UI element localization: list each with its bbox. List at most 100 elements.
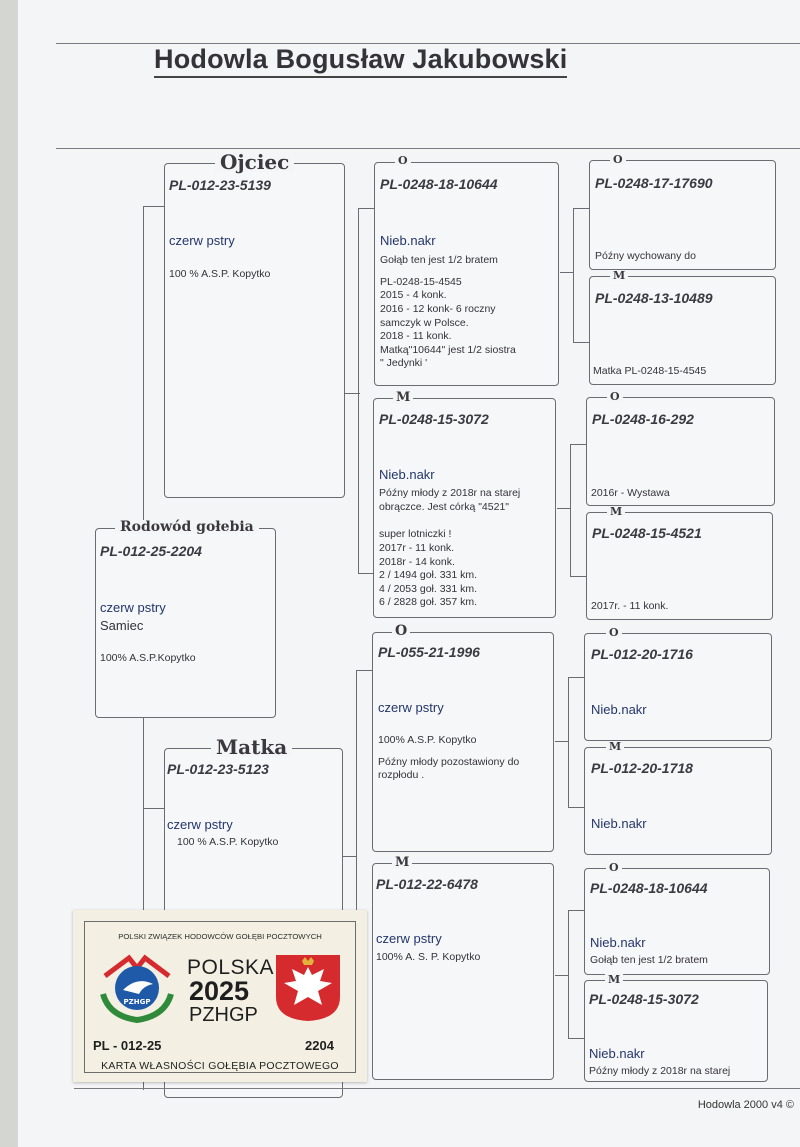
connector xyxy=(568,910,570,1038)
note-line: Późny młody z 2018r na starej xyxy=(379,487,521,499)
note-line: 2016 - 12 konk- 6 roczny xyxy=(380,302,496,315)
fmf-note: 2016r - Wystawa xyxy=(591,487,670,499)
bird-note: 100% A.S.P.Kopytko xyxy=(100,652,196,664)
fmm-mark: M xyxy=(607,506,626,517)
mff-ring: PL-012-20-1716 xyxy=(591,646,693,662)
mm-color: czerw pstry xyxy=(376,931,442,946)
note-line: 100% A.S.P. Kopytko xyxy=(378,734,477,746)
mmm-ring: PL-0248-15-3072 xyxy=(589,991,699,1007)
mm-card[interactable] xyxy=(372,863,554,1080)
fm-card[interactable] xyxy=(373,398,556,618)
fmf-ring: PL-0248-16-292 xyxy=(592,411,694,427)
father-legend: Ojciec xyxy=(215,152,295,172)
sticker-ring-right: 2204 xyxy=(305,1038,334,1053)
note-line: 2017r - 11 konk. xyxy=(379,541,455,554)
father-note: 100 % A.S.P. Kopytko xyxy=(169,268,271,280)
connector xyxy=(555,975,569,977)
connector xyxy=(570,444,572,576)
note-line: 4 / 2053 goł. 331 km. xyxy=(379,582,478,595)
connector xyxy=(573,342,589,344)
fmf-card[interactable] xyxy=(586,397,775,506)
mm-mark: M xyxy=(392,856,413,869)
connector xyxy=(560,272,574,274)
page-title: Hodowla Bogusław Jakubowski xyxy=(154,44,568,78)
fmm-ring: PL-0248-15-4521 xyxy=(592,525,702,541)
note-line: obrączce. Jest córką "4521" xyxy=(379,500,510,513)
ffm-ring: PL-0248-13-10489 xyxy=(595,290,713,306)
note-line xyxy=(378,748,550,756)
father-color: czerw pstry xyxy=(169,233,235,248)
ffm-mark: M xyxy=(610,270,629,281)
mfm-mark: M xyxy=(606,741,625,752)
connector xyxy=(143,206,145,524)
mother-note: 100 % A.S.P. Kopytko xyxy=(177,836,279,848)
fmm-note: 2017r. - 11 konk. xyxy=(591,600,669,612)
note-line: 6 / 2828 goł. 357 km. xyxy=(379,596,478,609)
mf-mark: O xyxy=(392,624,411,638)
connector xyxy=(143,206,164,208)
note-line: Gołąb ten jest 1/2 bratem xyxy=(380,254,498,266)
mmf-note: Gołąb ten jest 1/2 bratem xyxy=(590,954,708,966)
footer-text: Hodowla 2000 v4 © xyxy=(697,1099,794,1111)
sticker-year: 2025 xyxy=(189,976,250,1006)
fm-color: Nieb.nakr xyxy=(379,467,435,482)
connector xyxy=(570,444,586,446)
father-ring: PL-012-23-5139 xyxy=(169,177,271,193)
mff-color: Nieb.nakr xyxy=(591,702,647,717)
connector xyxy=(573,208,589,210)
mmf-mark: O xyxy=(606,862,622,873)
bird-color: czerw pstry xyxy=(100,600,166,615)
connector xyxy=(557,508,571,510)
mmf-card[interactable] xyxy=(584,868,770,975)
sticker-ring-left: PL - 012-25 xyxy=(93,1038,162,1053)
note-line: 2 / 1494 goł. 331 km. xyxy=(379,569,478,582)
connector xyxy=(573,208,575,342)
mmm-card[interactable] xyxy=(584,980,768,1082)
connector xyxy=(568,807,584,809)
note-line: 2015 - 4 konk. xyxy=(380,289,447,302)
sticker-country: POLSKA xyxy=(187,956,275,979)
note-line xyxy=(380,268,556,276)
mf-card[interactable] xyxy=(372,632,554,852)
note-line: super lotniczki ! xyxy=(379,528,452,541)
mmm-note: Późny młody z 2018r na starej xyxy=(589,1065,731,1077)
note-line: " Jedynki ' xyxy=(380,357,428,370)
fff-note: Późny wychowany do xyxy=(595,250,696,262)
father-card[interactable] xyxy=(164,163,345,498)
connector xyxy=(356,670,372,672)
connector xyxy=(568,1038,584,1040)
mff-mark: O xyxy=(606,627,622,638)
mf-notes: 100% A.S.P. Kopytko Późny młody pozostaw… xyxy=(378,734,550,783)
mf-color: czerw pstry xyxy=(378,700,444,715)
mmf-color: Nieb.nakr xyxy=(590,935,646,950)
fmf-mark: O xyxy=(607,391,623,402)
bird-card[interactable] xyxy=(95,528,276,718)
ownership-card: POLSKI ZWIĄZEK HODOWCÓW GOŁĘBI POCZTOWYC… xyxy=(73,910,367,1082)
mfm-color: Nieb.nakr xyxy=(591,816,647,831)
fm-ring: PL-0248-15-3072 xyxy=(379,411,489,427)
note-line: rozpłodu . xyxy=(378,769,425,782)
pedigree-sheet: Hodowla Bogusław Jakubowski Ojciec PL-01… xyxy=(18,0,800,1147)
mmm-color: Nieb.nakr xyxy=(589,1046,645,1061)
logo-text: PZHGP xyxy=(124,998,151,1006)
fmm-card[interactable] xyxy=(586,512,773,620)
connector xyxy=(343,856,357,858)
mmm-mark: M xyxy=(605,974,624,985)
mm-ring: PL-012-22-6478 xyxy=(376,876,478,892)
ff-card[interactable] xyxy=(374,162,559,386)
mfm-card[interactable] xyxy=(584,747,772,855)
connector xyxy=(345,393,360,395)
fff-card[interactable] xyxy=(589,160,776,270)
connector xyxy=(356,670,358,1070)
header-rule xyxy=(56,148,800,149)
mm-note: 100% A. S. P. Kopytko xyxy=(376,951,481,963)
top-rule xyxy=(56,43,800,44)
mother-ring: PL-012-23-5123 xyxy=(167,761,269,777)
ff-color: Nieb.nakr xyxy=(380,233,436,248)
mff-card[interactable] xyxy=(584,633,772,741)
ffm-note: Matka PL-0248-15-4545 xyxy=(593,365,707,377)
mother-legend: Matka xyxy=(211,737,293,757)
connector xyxy=(143,808,164,810)
connector xyxy=(568,677,584,679)
ffm-card[interactable] xyxy=(589,276,776,385)
